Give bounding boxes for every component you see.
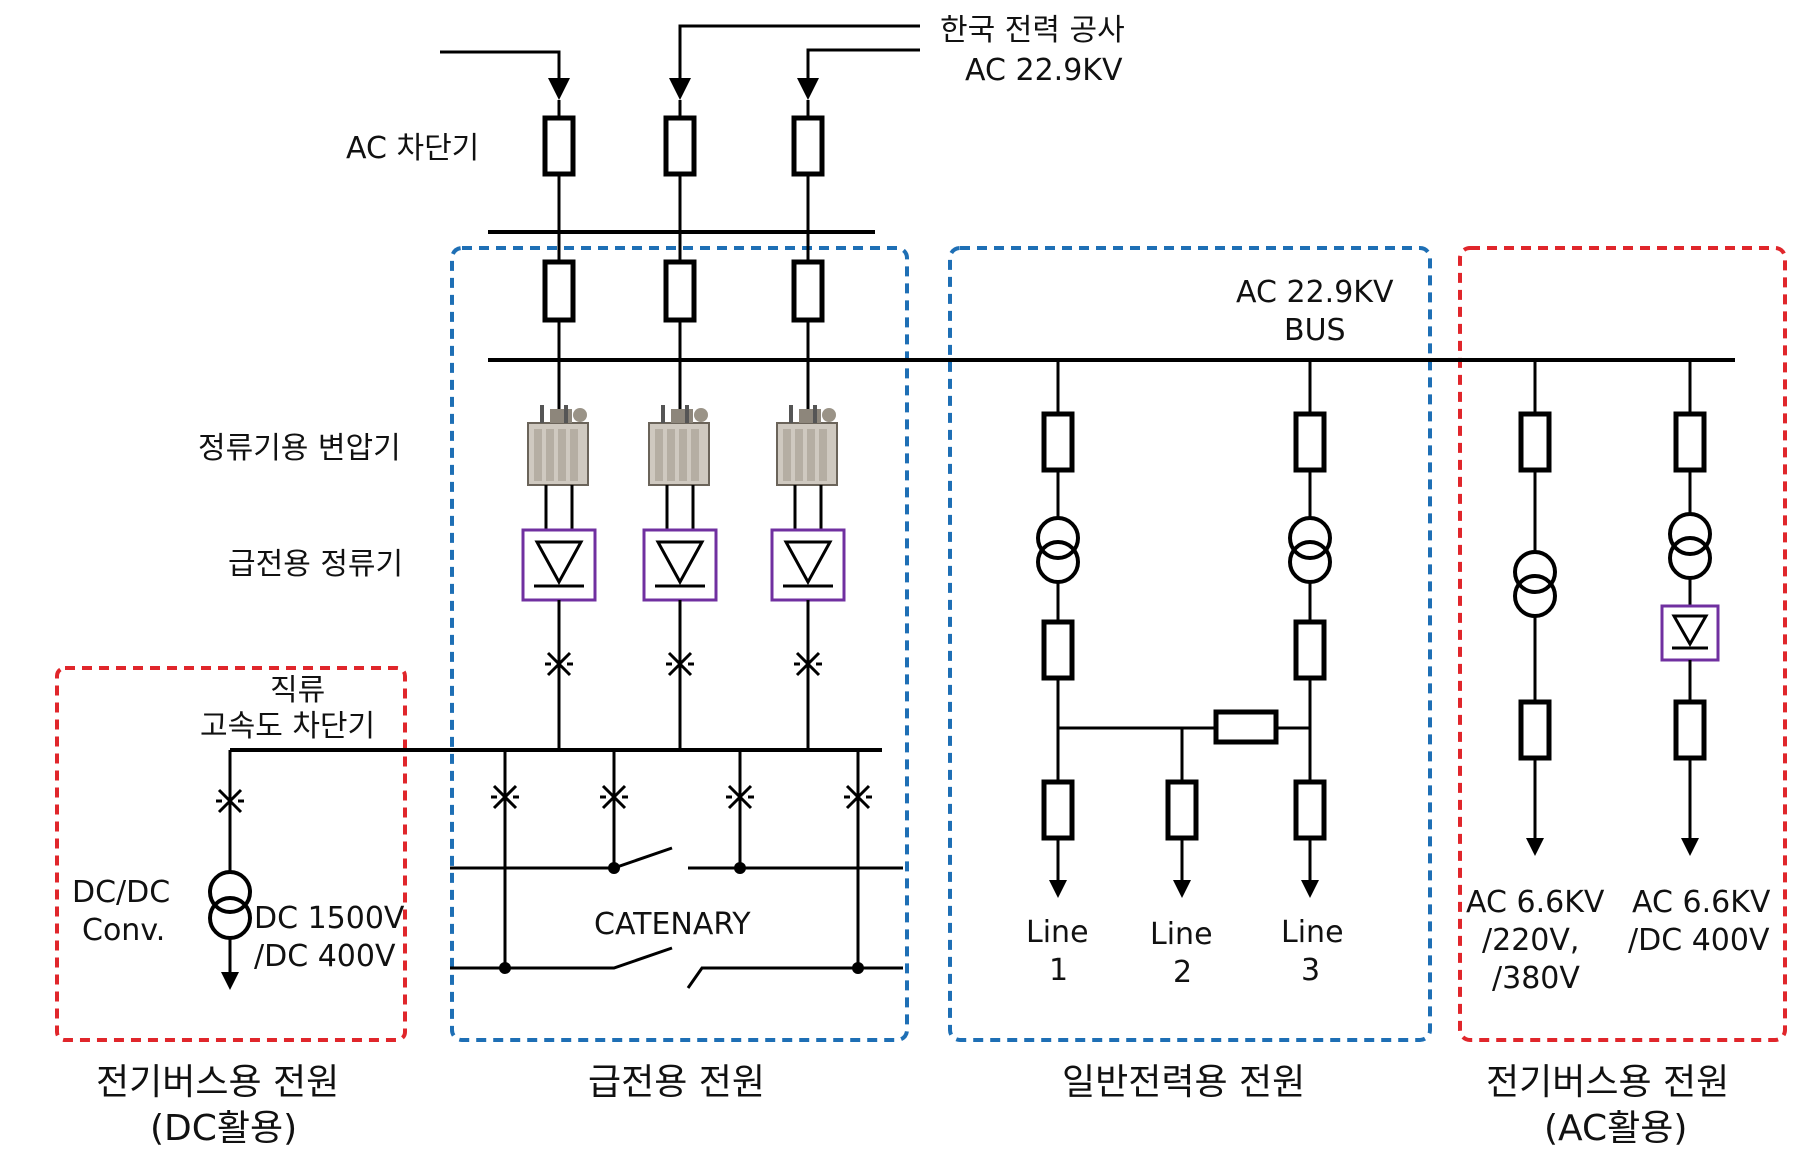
kepco-label: 한국 전력 공사 [940,13,1125,48]
general-feeder-left [1036,360,1080,898]
general-tie-and-line2 [1058,709,1310,898]
feeder-rectifier-icon [770,528,846,602]
line3-label-b: 3 [1301,953,1320,988]
dc-hs-breaker-icon [600,784,628,810]
section-caption-general: 일반전력용 전원 [1062,1062,1305,1103]
catenary-drops [499,750,864,974]
feeder-box [450,246,909,1042]
dc-hs-breaker-icon [726,784,754,810]
feeder-rectifier-label: 급전용 정류기 [228,547,403,582]
ac66-left-label-1: AC 6.6KV [1466,885,1605,920]
dc-voltage-label-2: /DC 400V [254,939,396,974]
ac66-left-label-3: /380V [1492,961,1580,996]
line2-label-b: 2 [1173,955,1192,990]
dc-hs-breaker-icon [844,784,872,810]
bus-label-1: AC 22.9KV [1236,275,1394,310]
feeder-rectifier-icon [642,528,718,602]
dcdc-label-2: Conv. [82,913,165,948]
rectifier-output-lines [557,600,810,750]
feeder-drops [557,320,810,418]
ac66-right-label-1: AC 6.6KV [1632,885,1771,920]
dc-hs-breaker-label-2: 고속도 차단기 [200,709,375,744]
ac-breakers-upper [542,115,825,262]
rectifier-transformer-icon [648,405,710,486]
dc-hs-breaker-icon [545,651,573,677]
general-feeder-right [1288,360,1332,898]
bus-label-2: BUS [1284,313,1346,348]
dc-hs-breaker-icon [491,784,519,810]
feeder-rectifier-icon [521,528,597,602]
ac-breaker-label: AC 차단기 [346,131,479,166]
rectifier-transformer-label: 정류기용 변압기 [198,431,401,466]
catenary-label: CATENARY [594,907,751,942]
section-caption-ebus-ac-2: (AC활용) [1544,1108,1687,1149]
line1-label-a: Line [1026,915,1089,950]
transformer-to-rectifier-wires [544,485,823,530]
section-caption-feeder: 급전용 전원 [588,1062,765,1103]
ac-breakers-lower [542,259,825,323]
dcdc-label-1: DC/DC [72,875,170,910]
section-caption-ebus-dc-2: (DC활용) [150,1108,297,1149]
rectifier-transformer-icon [776,405,838,486]
line3-label-a: Line [1281,915,1344,950]
ac66-right-label-2: /DC 400V [1628,923,1770,958]
ac66-left-label-2: /220V, [1482,923,1579,958]
dc-hs-breaker-label-1: 직류 [270,673,325,708]
rectifier-transformer-icon [527,405,589,486]
incoming-feeders [440,24,920,118]
dc-voltage-label-1: DC 1500V [254,901,405,936]
line1-label-b: 1 [1049,953,1068,988]
section-caption-ebus-dc-1: 전기버스용 전원 [96,1062,339,1103]
dcdc-branch [208,750,252,990]
ac-ebus-feeder-left [1513,360,1557,856]
ac-ebus-box [1458,246,1787,1042]
dc-hs-breaker-icon [666,651,694,677]
general-power-box [948,246,1432,1042]
section-caption-ebus-ac-1: 전기버스용 전원 [1486,1062,1729,1103]
line2-label-a: Line [1150,917,1213,952]
dc-hs-breaker-icon [794,651,822,677]
ac-ebus-feeder-right [1660,360,1720,856]
kepco-voltage-label: AC 22.9KV [965,53,1123,88]
